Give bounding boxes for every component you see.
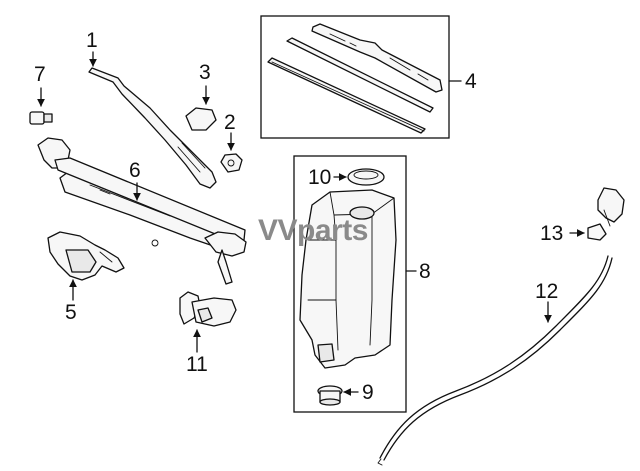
washer-hose-part-12 [377, 255, 613, 466]
callout-10: 10 [308, 166, 332, 189]
callout-6: 6 [129, 159, 141, 182]
grommet-part-9 [317, 385, 343, 406]
washer-nozzle-part-13 [587, 187, 625, 241]
reservoir-cap-part-10 [347, 168, 385, 186]
callout-5: 5 [65, 301, 77, 324]
callout-3: 3 [199, 61, 211, 84]
callout-13: 13 [540, 222, 564, 245]
nut-part-2 [220, 153, 243, 173]
callout-2: 2 [224, 111, 236, 134]
bolt-part-7 [29, 111, 53, 125]
washer-reservoir-part-8 [299, 189, 397, 369]
callout-4: 4 [465, 70, 477, 93]
callout-7: 7 [34, 63, 46, 86]
brand-watermark: VVparts [258, 214, 368, 247]
callout-9: 9 [362, 381, 374, 404]
callout-1: 1 [86, 29, 98, 52]
wiper-motor-part-5 [47, 231, 125, 281]
reservoir-group-frame [293, 155, 407, 413]
wiper-arm-part-1 [88, 67, 217, 189]
callout-8: 8 [419, 260, 431, 283]
washer-pump-part-11 [179, 291, 237, 327]
wiper-blade-part-4 [267, 23, 443, 134]
wiper-linkage-part-6 [37, 137, 247, 285]
wiper-blade-group-frame [260, 15, 450, 139]
callout-11: 11 [186, 353, 208, 376]
pivot-cap-part-3 [185, 107, 217, 131]
callout-12: 12 [535, 280, 559, 303]
